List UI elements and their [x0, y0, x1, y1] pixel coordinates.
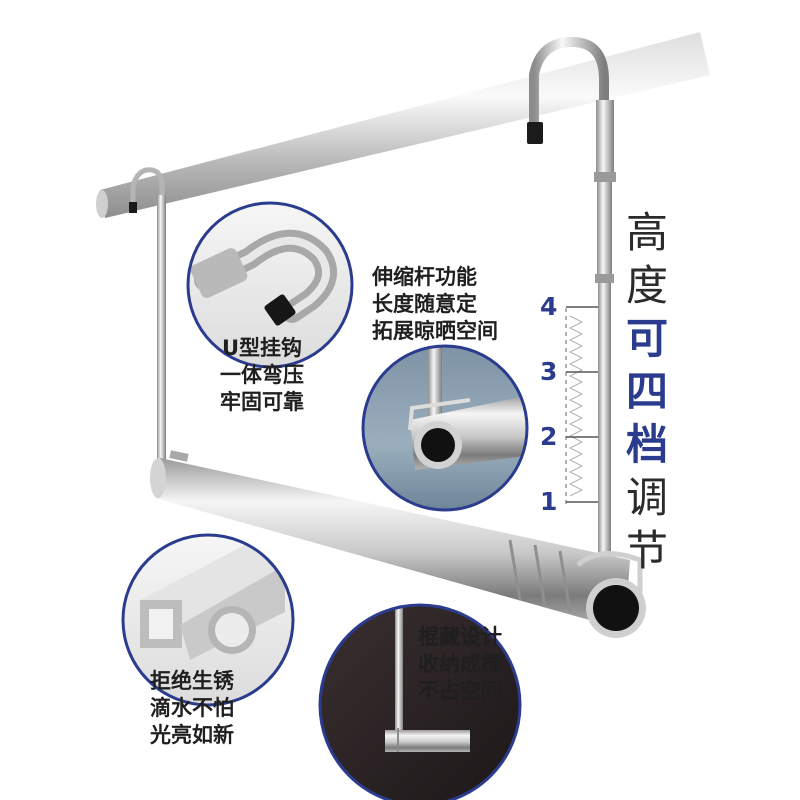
hook-line-3: 牢固可靠 — [220, 390, 304, 414]
title-char-2: 度 — [625, 261, 668, 310]
hook-detail-circle — [186, 201, 354, 369]
hanging-bar — [150, 450, 646, 638]
rustproof-line-2: 滴水不怕 — [150, 696, 234, 720]
storage-line-2: 收纳成棍 — [418, 652, 502, 676]
left-hanger — [129, 167, 166, 465]
level-2-label: 2 — [540, 422, 558, 451]
height-scale — [565, 306, 598, 504]
telescopic-line-1: 伸缩杆功能 — [372, 265, 477, 289]
telescopic-line-3: 拓展晾晒空间 — [372, 319, 498, 343]
title-char-1: 高 — [625, 208, 668, 257]
title-char-5: 档 — [625, 420, 668, 469]
storage-feature-text: 棍藏设计 收纳成棍 不占空间 — [418, 624, 502, 705]
storage-line-3: 不占空间 — [418, 679, 502, 703]
storage-detail-circle — [318, 603, 522, 800]
hook-line-2: 一体弯压 — [220, 363, 304, 387]
tube-detail-circle — [121, 533, 295, 707]
hook-feature-text: U型挂钩 一体弯压 牢固可靠 — [220, 335, 304, 416]
title-char-4: 四 — [625, 367, 668, 416]
right-hanger — [527, 36, 616, 570]
title-char-6: 调 — [625, 473, 668, 522]
storage-line-1: 棍藏设计 — [418, 625, 502, 649]
title-char-3: 可 — [625, 314, 668, 363]
level-4-label: 4 — [540, 292, 558, 321]
rustproof-line-3: 光亮如新 — [150, 723, 234, 747]
rustproof-line-1: 拒绝生锈 — [150, 669, 234, 693]
height-adjust-title: 高 度 可 四 档 调 节 — [624, 206, 670, 577]
telescopic-detail-circle — [361, 344, 529, 512]
level-1-label: 1 — [540, 487, 558, 516]
rustproof-feature-text: 拒绝生锈 滴水不怕 光亮如新 — [150, 668, 234, 749]
title-char-7: 节 — [625, 526, 668, 575]
hook-line-1: U型挂钩 — [221, 336, 303, 360]
telescopic-feature-text: 伸缩杆功能 长度随意定 拓展晾晒空间 — [372, 264, 498, 345]
telescopic-line-2: 长度随意定 — [372, 292, 477, 316]
top-rail — [96, 32, 710, 218]
level-3-label: 3 — [540, 357, 558, 386]
